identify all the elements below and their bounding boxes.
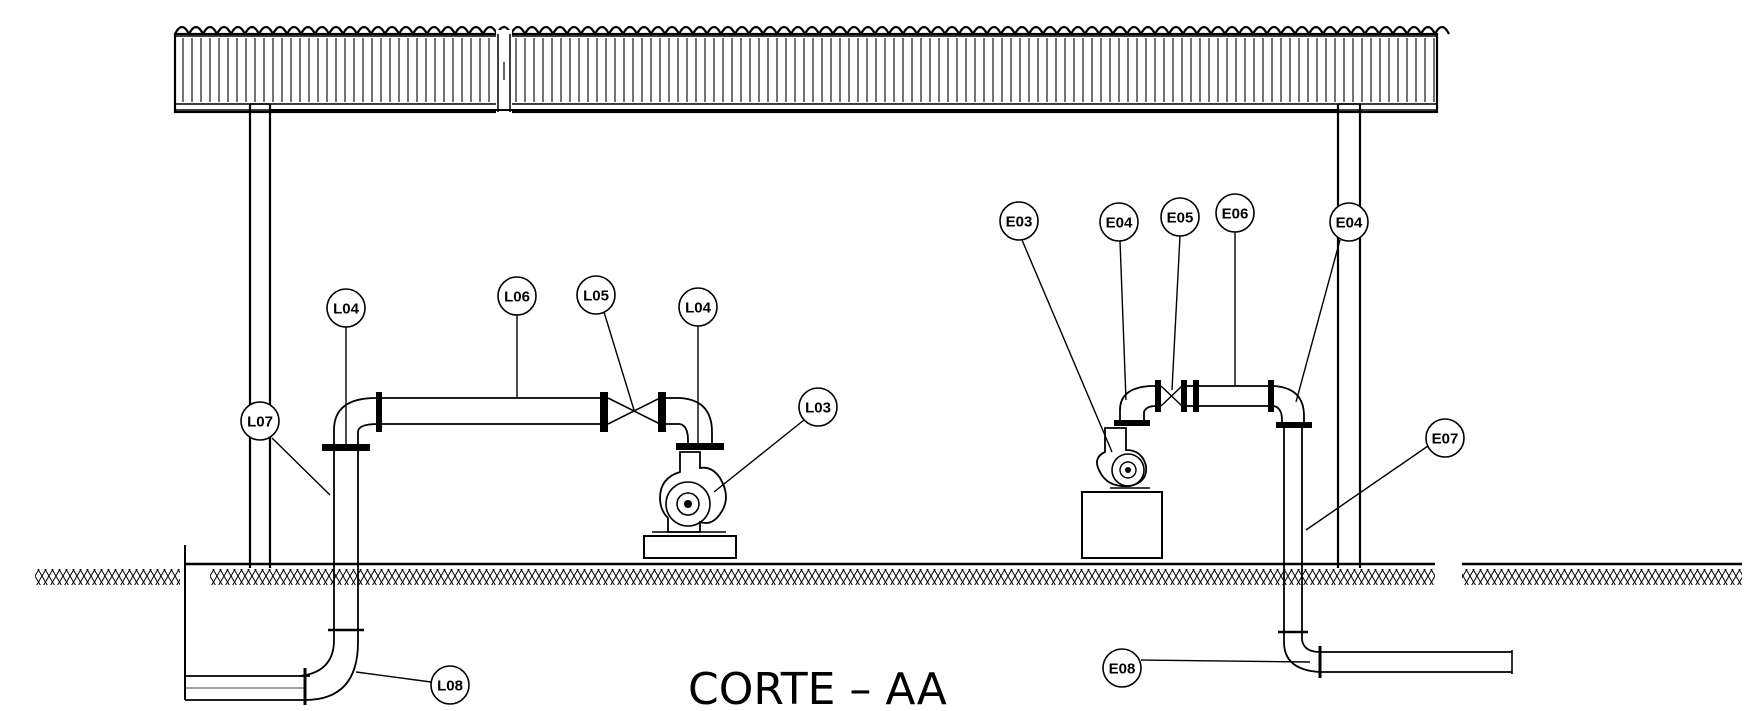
callout-l04a: L04 [326, 288, 366, 444]
callout-label: L04 [333, 301, 360, 318]
callout-bubble [1329, 202, 1369, 242]
callout-l08: L08 [355, 665, 470, 705]
suction-pipe-left [185, 450, 364, 705]
callout-l07: L07 [240, 401, 331, 496]
leader-line [713, 419, 805, 493]
callout-bubble [497, 276, 537, 316]
callout-label: E07 [1432, 431, 1459, 448]
roof-scallops [174, 25, 1450, 35]
callout-label: L04 [685, 300, 712, 317]
pump-left [643, 451, 737, 559]
callout-bubble [240, 401, 280, 441]
callout-e07: E07 [1305, 418, 1465, 531]
column-left [248, 103, 272, 568]
callout-bubble [1215, 193, 1255, 233]
callout-bubble [798, 387, 838, 427]
discharge-pipe-left [376, 392, 724, 450]
leader-line [1119, 240, 1127, 401]
leader-line [271, 437, 331, 496]
callout-l05: L05 [576, 275, 635, 411]
callout-l03: L03 [713, 387, 838, 493]
callout-label: L08 [437, 678, 463, 695]
callout-label: E03 [1006, 214, 1033, 231]
leader-line [1295, 239, 1341, 403]
leader-line [1171, 235, 1181, 391]
callout-label: L03 [805, 400, 831, 417]
callout-e04a: E04 [1099, 202, 1139, 401]
leader-line [1021, 239, 1113, 453]
callout-label: E08 [1109, 661, 1136, 678]
callout-label: E04 [1106, 215, 1133, 232]
callout-e04b: E04 [1295, 202, 1369, 403]
leader-line [603, 311, 635, 411]
callout-label: E04 [1336, 215, 1363, 232]
leader-line [1140, 659, 1311, 663]
callout-l04b: L04 [678, 287, 718, 444]
callout-bubble [1160, 197, 1200, 237]
callout-e06: E06 [1215, 193, 1255, 386]
callout-e08: E08 [1102, 648, 1311, 688]
callout-bubble [430, 665, 470, 705]
leader-line [355, 671, 432, 683]
pump-right [1081, 427, 1163, 559]
callout-e03: E03 [999, 201, 1113, 453]
callout-bubble [1425, 418, 1465, 458]
callout-label: L06 [504, 289, 530, 306]
column-right [1336, 103, 1362, 568]
callout-bubble [1099, 202, 1139, 242]
section-title: CORTE – AA [688, 664, 947, 711]
discharge-pipe-right [1114, 380, 1312, 428]
callout-bubble [999, 201, 1039, 241]
callout-bubble [678, 287, 718, 327]
callout-bubble [1102, 648, 1142, 688]
callout-e05: E05 [1160, 197, 1200, 391]
roof-ribs [182, 38, 1435, 102]
callout-bubble [576, 275, 616, 315]
leader-line [1305, 445, 1429, 531]
callout-bubble [326, 288, 366, 328]
callout-label: E05 [1167, 210, 1194, 227]
roof-scallop-edge [174, 25, 1450, 35]
callout-l06: L06 [497, 276, 537, 398]
roof [173, 25, 1450, 116]
callout-label: L07 [247, 414, 273, 431]
elbow-left-top [322, 397, 379, 451]
callout-label: L05 [583, 288, 609, 305]
callout-label: E06 [1222, 206, 1249, 223]
suction-pipe-right [1278, 428, 1513, 678]
roof-sheet [173, 32, 1439, 114]
ground [35, 545, 1742, 700]
